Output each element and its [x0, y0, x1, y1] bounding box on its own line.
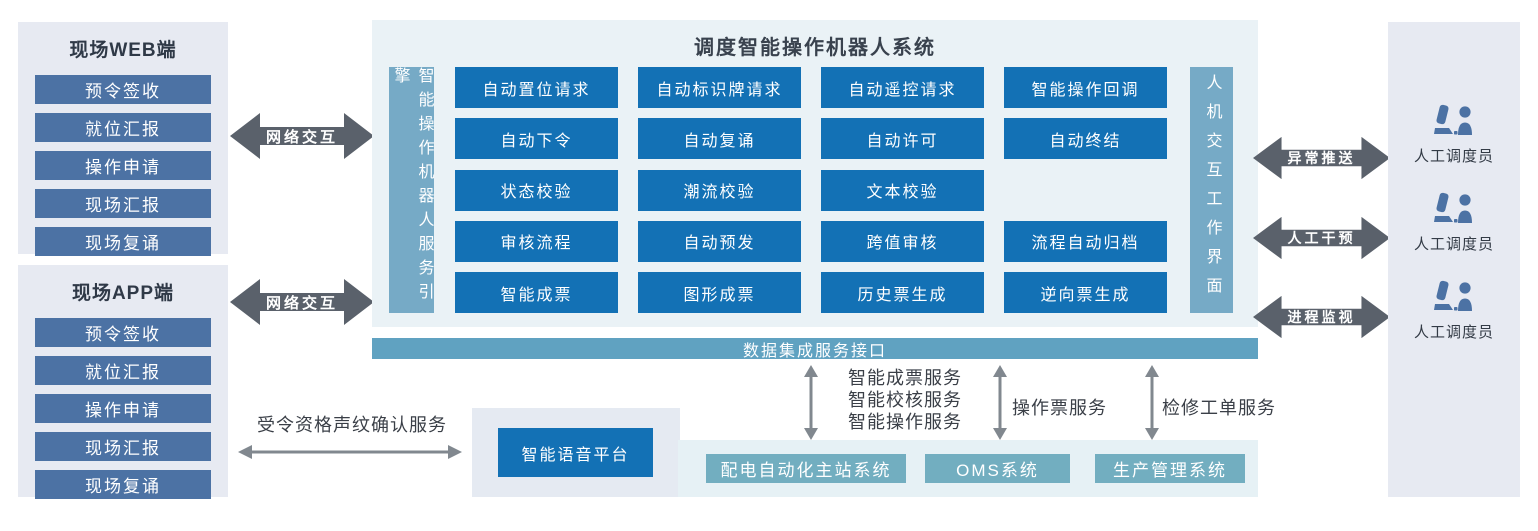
robot-function: 自动置位请求: [455, 67, 618, 108]
robot-function: 文本校验: [821, 169, 984, 211]
field-web-list: 预令签收 就位汇报 操作申请 现场汇报 现场复诵: [18, 75, 228, 256]
field-web-title: 现场WEB端: [69, 40, 177, 61]
robot-function: 历史票生成: [821, 272, 984, 313]
dispatcher-at-desk-icon: [1433, 280, 1472, 311]
data-bus-bar: 数据集成服务接口: [372, 338, 1258, 360]
field-app-title: 现场APP端: [71, 283, 175, 304]
voice-platform-panel: 智能语音平台: [472, 408, 680, 497]
field-app-item: 就位汇报: [35, 356, 211, 385]
dispatcher-links: 异常推送 人工干预 进程监视: [1253, 135, 1390, 340]
network-link-app-label: 网络交互: [265, 294, 338, 312]
field-web-item: 现场复诵: [35, 227, 211, 256]
network-link-app: 网络交互: [230, 277, 374, 327]
robot-function: 智能操作回调: [1004, 67, 1167, 108]
robot-function: 自动遥控请求: [821, 67, 984, 108]
field-app-item: 操作申请: [35, 394, 211, 423]
oms-service-arrow-icon: [993, 365, 1007, 440]
robot-grid: 自动置位请求自动标识牌请求自动遥控请求智能操作回调自动下令自动复诵自动许可自动终…: [455, 67, 1167, 313]
network-link-web: 网络交互: [230, 111, 374, 161]
robot-function: 自动许可: [821, 118, 984, 160]
field-app-panel: 现场APP端 预令签收 就位汇报 操作申请 现场汇报 现场复诵: [18, 265, 228, 499]
robot-function: 自动复诵: [638, 118, 801, 160]
ticket-service-line: 智能成票服务: [848, 368, 962, 388]
dispatcher-link-label: 异常推送: [1287, 150, 1356, 166]
dispatcher-link-label: 人工干预: [1287, 229, 1356, 246]
robot-function: 潮流校验: [638, 169, 801, 211]
robot-function: 逆向票生成: [1004, 272, 1167, 313]
field-web-panel: 现场WEB端 预令签收 就位汇报 操作申请 现场汇报 现场复诵: [18, 22, 228, 256]
hmi-bar: 人机交互工作界面: [1190, 67, 1233, 313]
double-arrow-icon: [230, 113, 374, 159]
field-app-item: 预令签收: [35, 318, 211, 347]
field-web-item: 就位汇报: [35, 113, 211, 142]
dispatcher: 人工调度员: [1414, 192, 1494, 254]
field-web-item: 预令签收: [35, 75, 211, 104]
robot-function: 智能成票: [455, 272, 618, 313]
maintenance-service-label: 检修工单服务: [1162, 398, 1276, 418]
external-systems-panel: 配电自动化主站系统 OMS系统 生产管理系统: [678, 440, 1258, 497]
double-arrow-icon: [230, 279, 374, 325]
external-system: OMS系统: [925, 454, 1070, 483]
oms-service-label: 操作票服务: [1012, 398, 1107, 418]
robot-function: 跨值审核: [821, 220, 984, 262]
dispatcher-panel: 人工调度员 人工调度员: [1388, 22, 1520, 497]
network-link-web-label: 网络交互: [265, 128, 338, 146]
robot-function: 状态校验: [455, 169, 618, 211]
voice-service-arrow-icon: [238, 445, 462, 459]
dispatcher-link: 异常推送: [1253, 135, 1390, 181]
robot-function: 自动终结: [1004, 118, 1167, 160]
robot-function: 自动下令: [455, 118, 618, 160]
dispatcher-label: 人工调度员: [1413, 324, 1494, 341]
external-system: 配电自动化主站系统: [706, 454, 906, 483]
double-arrow-icon: [1253, 216, 1390, 259]
robot-function: 自动标识牌请求: [638, 67, 801, 108]
dispatcher-link: 进程监视: [1253, 294, 1390, 340]
field-app-list: 预令签收 就位汇报 操作申请 现场汇报 现场复诵: [18, 318, 228, 499]
voice-platform-button: 智能语音平台: [498, 428, 653, 477]
robot-function: 图形成票: [638, 272, 801, 313]
double-arrow-icon: [1253, 136, 1390, 180]
ticket-service-line: 智能校核服务: [848, 390, 962, 410]
dispatcher-at-desk-icon: [1433, 192, 1472, 223]
double-arrow-icon: [1253, 295, 1390, 339]
ticket-service-line: 智能操作服务: [848, 412, 962, 432]
dispatcher-label: 人工调度员: [1413, 236, 1494, 253]
robot-function: 审核流程: [455, 220, 618, 262]
engine-bar: 智能操作机器人服务引擎: [389, 67, 434, 313]
robot-system-title: 调度智能操作机器人系统: [694, 37, 936, 59]
field-app-item: 现场复诵: [35, 470, 211, 499]
robot-function: 自动预发: [638, 220, 801, 262]
field-web-item: 操作申请: [35, 151, 211, 180]
dispatcher-link-label: 进程监视: [1287, 309, 1356, 325]
dispatcher-link: 人工干预: [1253, 215, 1390, 261]
field-app-item: 现场汇报: [35, 432, 211, 461]
dispatcher-label: 人工调度员: [1413, 148, 1494, 165]
robot-function: 流程自动归档: [1004, 220, 1167, 262]
field-web-item: 现场汇报: [35, 189, 211, 218]
dispatcher: 人工调度员: [1414, 280, 1494, 342]
dispatcher: 人工调度员: [1414, 104, 1494, 166]
voice-service-label: 受令资格声纹确认服务: [257, 415, 447, 435]
ticket-services-arrow-icon: [804, 365, 818, 440]
robot-system-panel: 调度智能操作机器人系统 智能操作机器人服务引擎 自动置位请求自动标识牌请求自动遥…: [372, 20, 1258, 327]
ticket-services-label: 智能成票服务 智能校核服务 智能操作服务: [848, 367, 962, 433]
external-system: 生产管理系统: [1095, 454, 1245, 483]
dispatcher-at-desk-icon: [1433, 104, 1472, 135]
maintenance-service-arrow-icon: [1145, 365, 1159, 440]
